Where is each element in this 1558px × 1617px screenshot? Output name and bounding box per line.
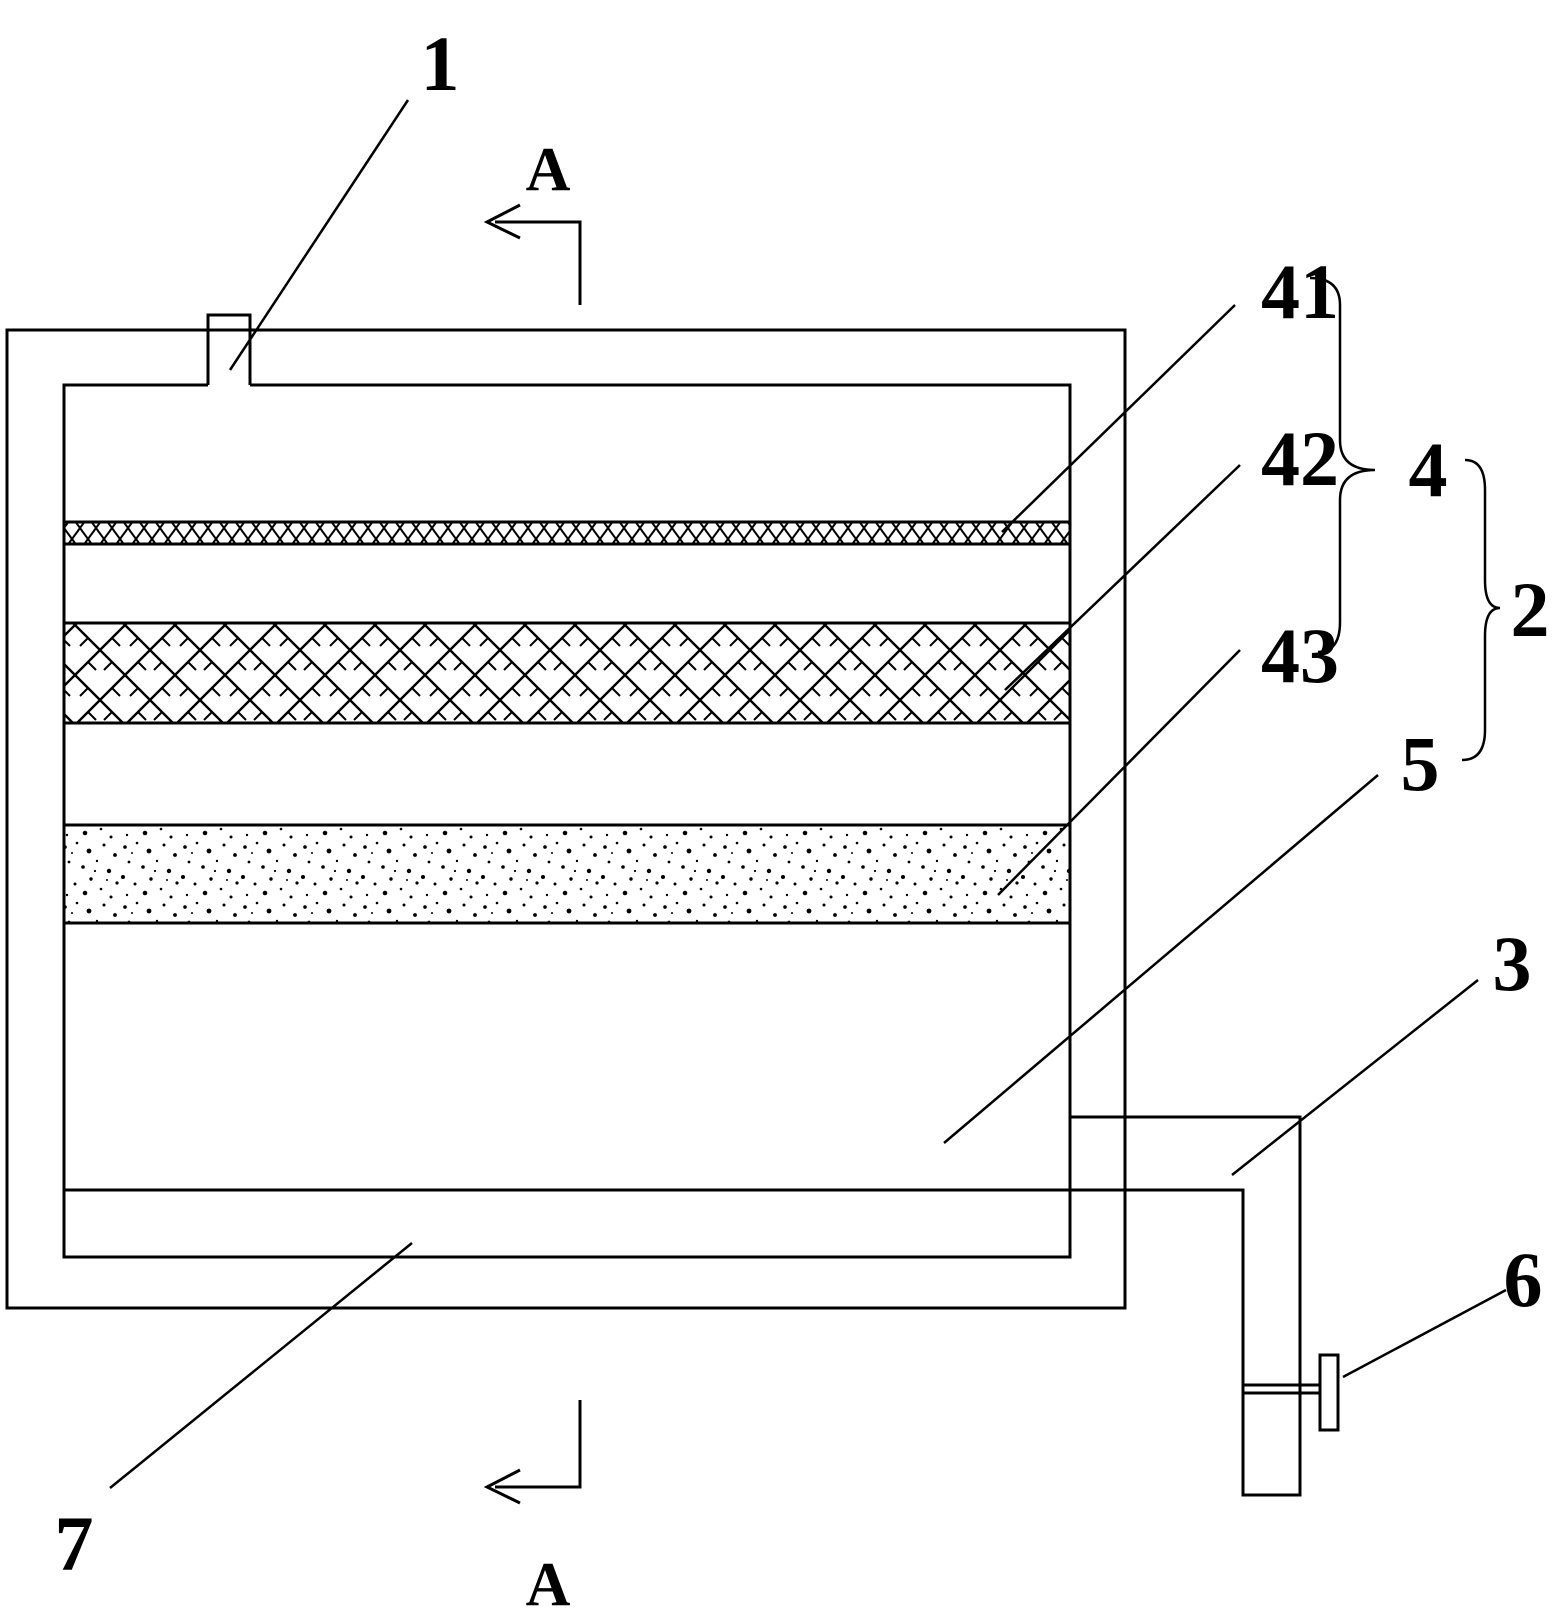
label-1: 1: [421, 20, 460, 107]
filter-layer-41: [62, 520, 1072, 546]
label-6: 6: [1504, 1236, 1543, 1323]
label-4: 4: [1409, 426, 1448, 513]
filter-layer-43: [62, 823, 1072, 925]
label-section-bottom: A: [526, 1551, 571, 1617]
label-7: 7: [55, 1500, 94, 1587]
brace-group-4: [1309, 276, 1376, 654]
label-5: 5: [1401, 720, 1440, 807]
outlet-pipe-assembly: [1068, 1115, 1340, 1497]
label-42: 42: [1261, 415, 1339, 502]
filter-layer-42: [62, 621, 1072, 725]
brace-group-2: [1461, 458, 1501, 762]
inner-tank: [62, 313, 1072, 1259]
label-2: 2: [1511, 566, 1550, 653]
valve-handle: [1318, 1353, 1340, 1432]
label-43: 43: [1261, 612, 1339, 699]
outer-housing: [5, 328, 1127, 1310]
leader-lines: [109, 99, 1507, 1489]
inlet-pipe: [206, 313, 252, 385]
section-marker-bottom: [483, 1400, 582, 1505]
label-section-top: A: [526, 136, 571, 204]
label-41: 41: [1261, 248, 1339, 335]
label-3: 3: [1493, 920, 1532, 1007]
section-marker-top: [483, 203, 582, 305]
